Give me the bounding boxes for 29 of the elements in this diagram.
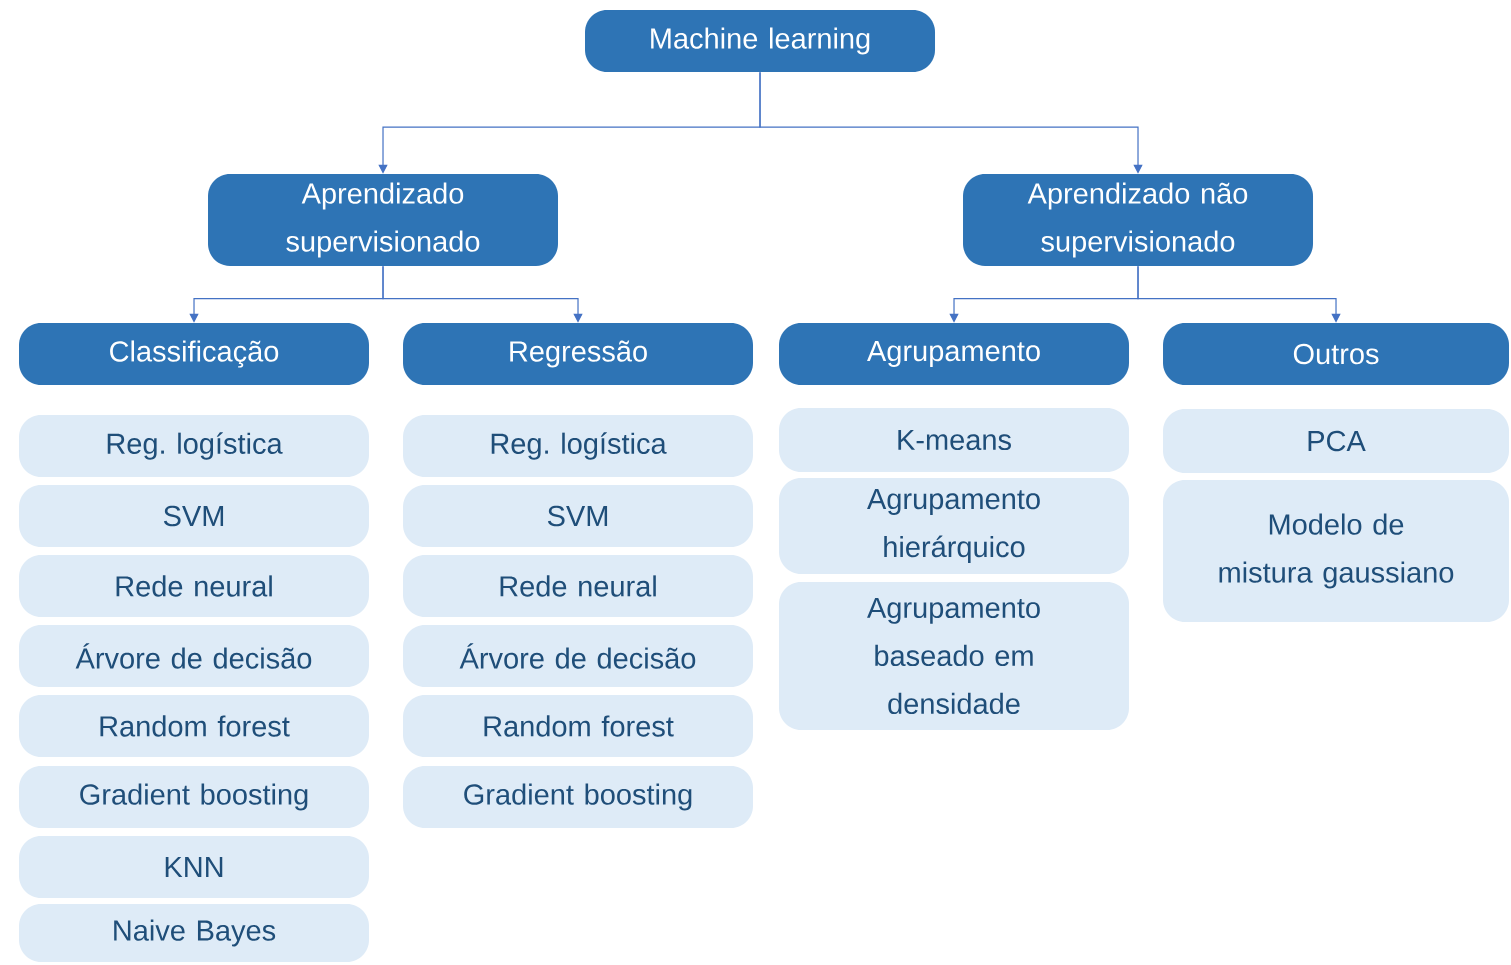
method-box: Rede neural xyxy=(403,555,753,617)
method-box: Gradient boosting xyxy=(19,766,369,828)
connector-arrow xyxy=(382,265,583,323)
connector-arrow xyxy=(759,71,1143,174)
category-box: Outros xyxy=(1163,323,1509,385)
method-box: SVM xyxy=(403,485,753,547)
method-box: KNN xyxy=(19,836,369,898)
method-box: Naive Bayes xyxy=(19,904,369,962)
method-box: Modelo de mistura gaussiano xyxy=(1163,480,1509,622)
category-box: Classificação xyxy=(19,323,369,385)
category-box: Aprendizado supervisionado xyxy=(208,174,558,266)
method-box: K-means xyxy=(779,408,1129,472)
method-box: Árvore de decisão xyxy=(403,625,753,687)
method-box: Random forest xyxy=(403,695,753,757)
method-box: Rede neural xyxy=(19,555,369,617)
method-box: Árvore de decisão xyxy=(19,625,369,687)
method-box: Reg. logística xyxy=(19,415,369,477)
method-box: Agrupamento hierárquico xyxy=(779,478,1129,574)
connector-arrow xyxy=(1137,265,1341,323)
method-box: Gradient boosting xyxy=(403,766,753,828)
category-box: Aprendizado não supervisionado xyxy=(963,174,1313,266)
method-box: SVM xyxy=(19,485,369,547)
category-box: Agrupamento xyxy=(779,323,1129,385)
category-box: Machine learning xyxy=(585,10,935,72)
method-box: Random forest xyxy=(19,695,369,757)
method-box: Reg. logística xyxy=(403,415,753,477)
category-box: Regressão xyxy=(403,323,753,385)
method-box: PCA xyxy=(1163,409,1509,473)
method-box: Agrupamento baseado em densidade xyxy=(779,582,1129,730)
